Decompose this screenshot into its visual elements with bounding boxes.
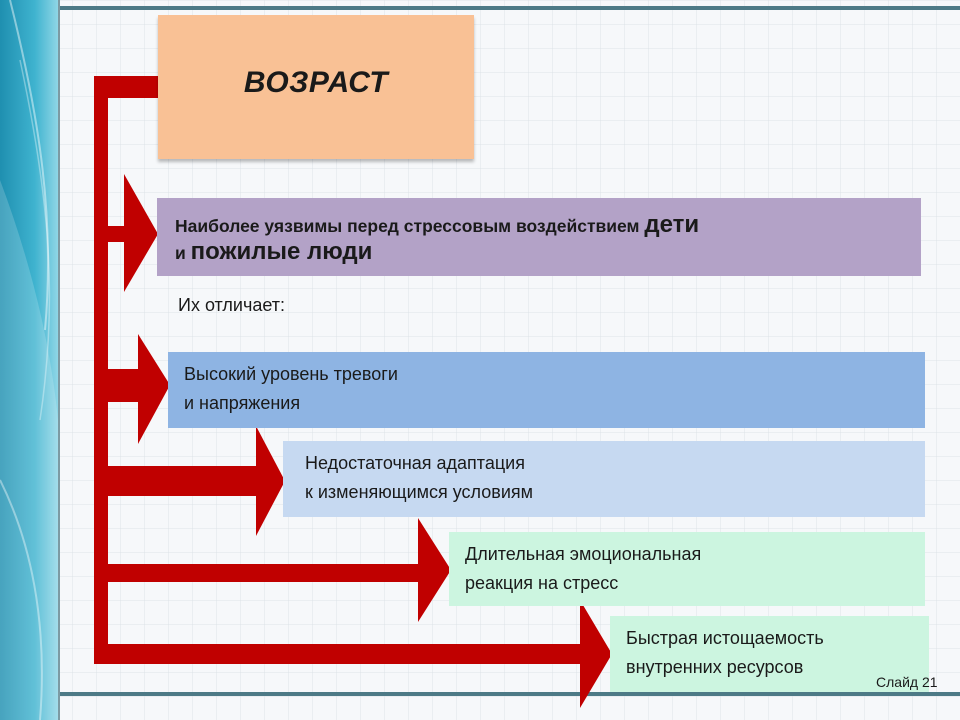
vulnerable-conj: и	[175, 243, 191, 263]
title-box: ВОЗРАСТ	[158, 15, 474, 159]
vulnerable-prefix: Наиболее уязвимы перед стрессовым воздей…	[175, 216, 645, 236]
characteristic-box-4: Быстрая истощаемость внутренних ресурсов	[610, 616, 929, 692]
bottom-rule	[58, 692, 960, 696]
characteristic-box-2: Недостаточная адаптация к изменяющимся у…	[283, 441, 925, 517]
arrow-to-vulnerable	[108, 174, 158, 292]
characteristic-4-line-2: внутренних ресурсов	[626, 657, 804, 677]
arrow-to-item-4	[94, 600, 612, 708]
slide-number: Слайд 21	[876, 674, 938, 690]
characteristic-2-line-2: к изменяющимся условиям	[305, 482, 533, 502]
top-rule	[58, 6, 960, 10]
characteristic-1-line-2: и напряжения	[184, 393, 301, 413]
characteristic-2-line-1: Недостаточная адаптация	[305, 453, 525, 473]
left-band	[0, 0, 58, 720]
characteristic-1-line-1: Высокий уровень тревоги	[184, 364, 398, 384]
characteristic-box-1: Высокий уровень тревоги и напряжения	[168, 352, 925, 428]
characteristic-3-line-1: Длительная эмоциональная	[465, 544, 702, 564]
vulnerable-group-elderly: пожилые люди	[190, 238, 373, 265]
characteristic-box-3: Длительная эмоциональная реакция на стре…	[449, 532, 925, 606]
intro-text: Их отличает:	[178, 295, 286, 315]
vulnerable-groups-box: Наиболее уязвимы перед стрессовым воздей…	[157, 198, 921, 276]
arrow-to-item-1	[108, 334, 170, 444]
characteristic-4-line-1: Быстрая истощаемость	[626, 628, 824, 648]
slide-title: ВОЗРАСТ	[243, 66, 389, 99]
characteristic-3-line-2: реакция на стресс	[465, 573, 619, 593]
arrow-to-item-2	[108, 426, 285, 536]
arrow-top-connector	[94, 76, 158, 98]
vulnerable-group-children: дети	[644, 211, 700, 238]
arrow-to-item-3	[108, 518, 451, 622]
arrow-trunk	[94, 76, 108, 660]
